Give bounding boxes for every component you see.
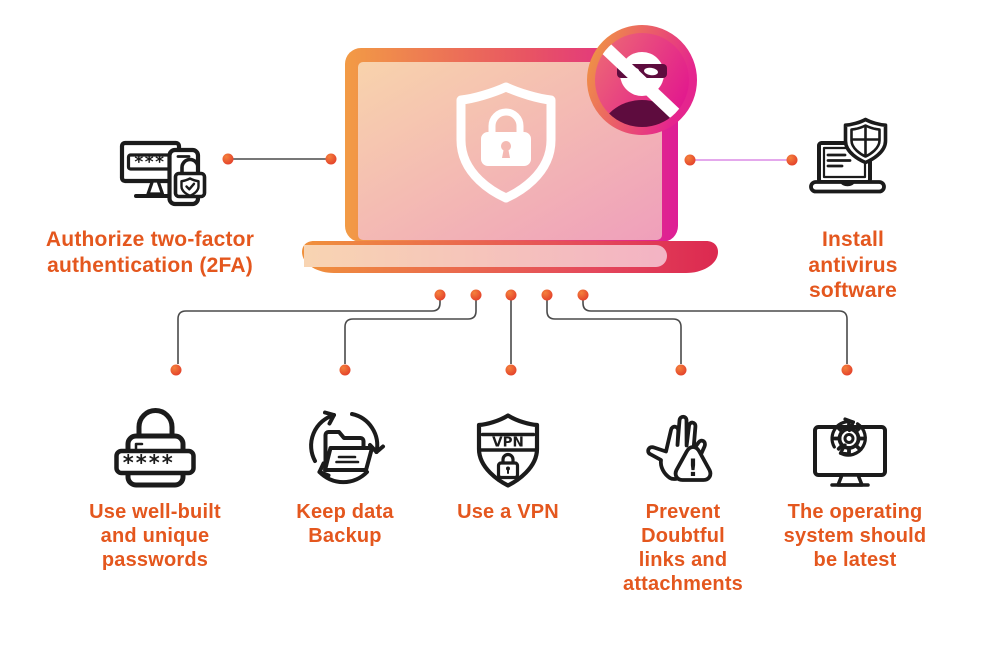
doubtful-links-label: Prevent Doubtful links and attachments	[622, 501, 744, 595]
monitor-password-stars: ***	[134, 153, 165, 173]
laptop-security-illustration	[302, 25, 718, 273]
hacker-shoulders	[600, 100, 684, 128]
two-factor-icon: ***	[119, 140, 207, 207]
lock-password-stars: ****_	[123, 451, 187, 475]
two-factor-label: Authorize two-factor authentication (2FA…	[45, 228, 255, 277]
connector-dots	[170, 153, 853, 376]
shield-lock-icon	[456, 82, 556, 203]
vpn-label: Use a VPN	[457, 501, 559, 523]
connector-paths	[177, 158, 848, 364]
connector-backup	[344, 295, 477, 364]
os-update-label: The operating system should be latest	[783, 501, 927, 571]
connector-os-update	[582, 295, 848, 364]
antivirus-icon	[809, 117, 888, 194]
connector-doubtful-links	[546, 295, 682, 364]
backup-label: Keep data Backup	[296, 501, 394, 547]
connector-passwords	[177, 295, 441, 364]
antivirus-label: Install antivirus software	[808, 228, 898, 302]
prohibition-slash	[594, 34, 690, 128]
no-hacker-badge	[587, 25, 697, 135]
hacker-eye-right	[644, 67, 658, 76]
hand-warning-icon: !	[646, 414, 713, 482]
vpn-badge-text: VPN	[492, 435, 524, 451]
os-update-icon	[813, 417, 887, 487]
warning-exclamation: !	[688, 454, 699, 482]
password-lock-icon: ****_	[114, 408, 196, 488]
data-backup-icon	[309, 410, 385, 485]
passwords-label: Use well-built and unique passwords	[89, 501, 221, 571]
vpn-shield-icon: VPN	[476, 413, 540, 488]
